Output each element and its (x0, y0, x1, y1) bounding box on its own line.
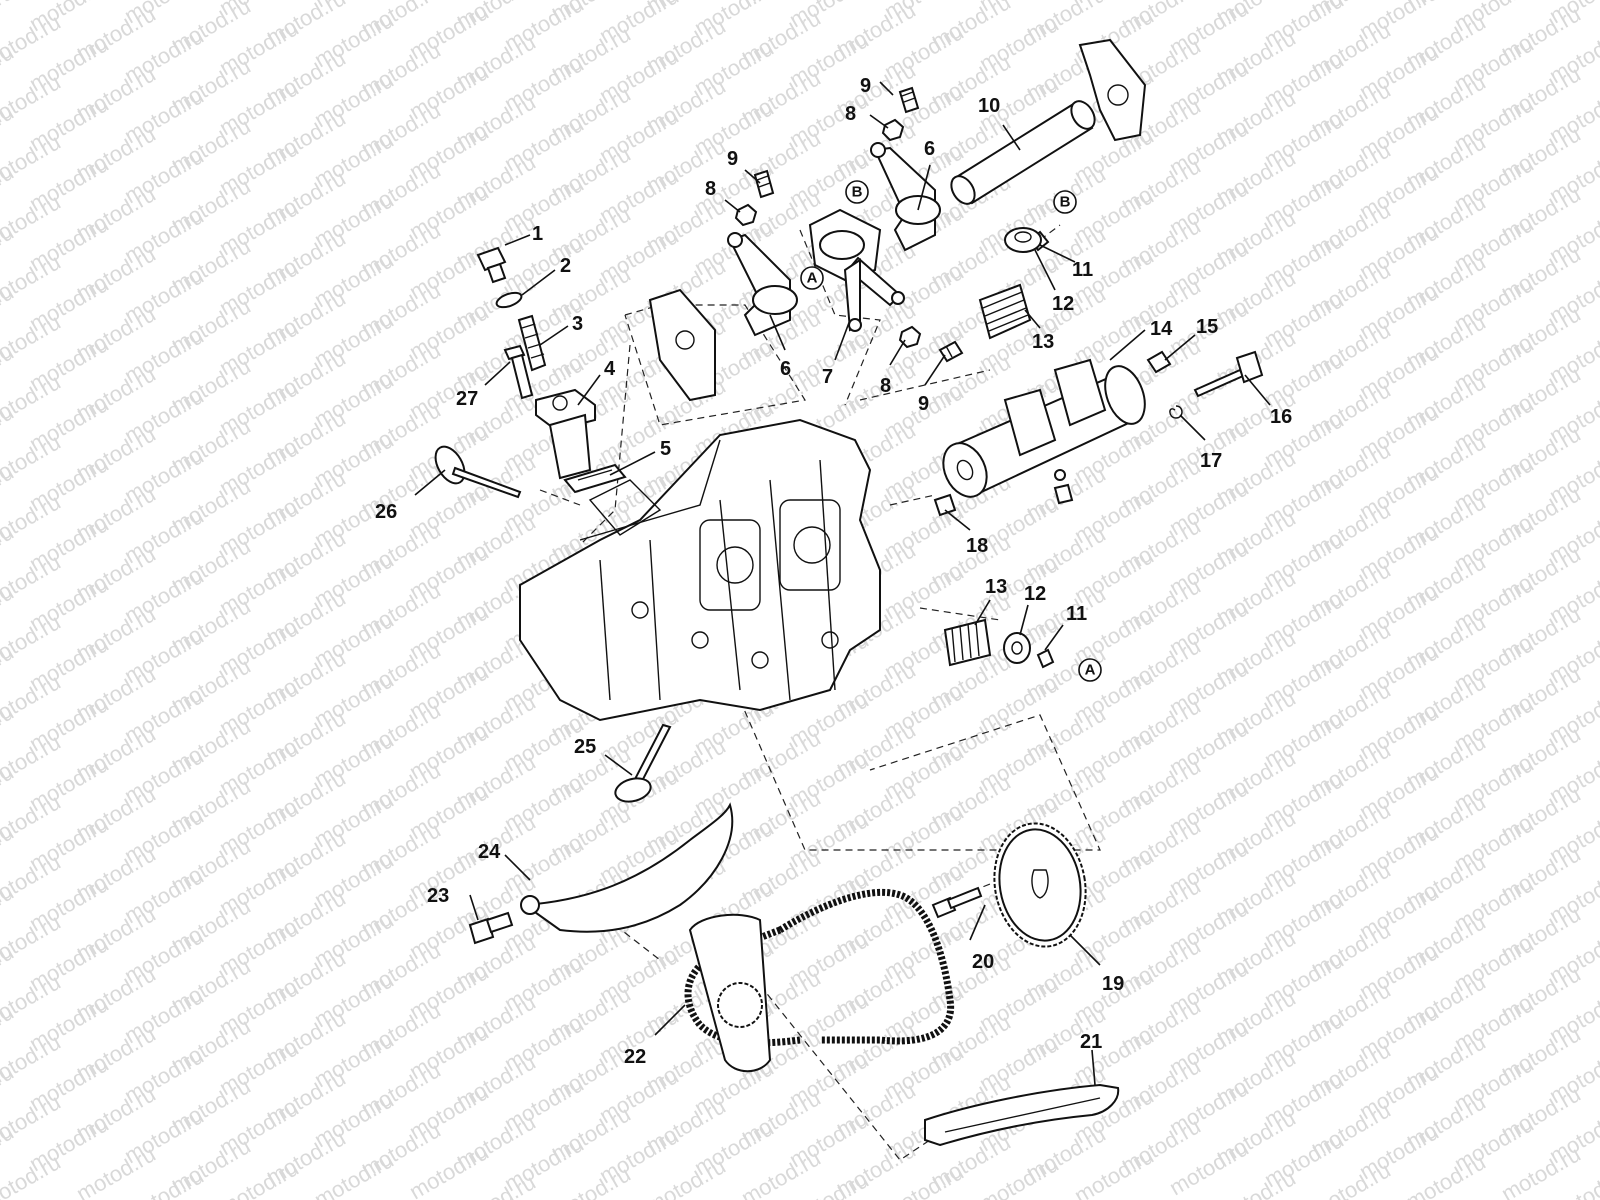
callout-15: 15 (1196, 316, 1218, 338)
callout-10: 10 (978, 95, 1000, 117)
callout-4: 4 (604, 358, 616, 380)
spring-retainer-lower (1003, 632, 1031, 664)
callout-19: 19 (1102, 973, 1124, 995)
callout-25: 25 (574, 736, 596, 758)
adjuster-screw-upper (898, 86, 920, 114)
ref-marker-a-lower: A (1078, 658, 1102, 682)
svg-text:A: A (1085, 662, 1096, 679)
lock-nut-left (734, 203, 758, 227)
svg-text:A: A (807, 270, 818, 287)
callout-9b: 9 (727, 148, 738, 170)
callout-8a: 8 (845, 103, 856, 125)
callout-13a: 13 (1032, 331, 1054, 353)
callout-6a: 6 (780, 358, 791, 380)
callout-13b: 13 (985, 576, 1007, 598)
callout-22: 22 (624, 1046, 646, 1068)
callout-1: 1 (532, 223, 543, 245)
callout-20: 20 (972, 951, 994, 973)
watermark-text: motod.ru (1402, 1149, 1490, 1200)
callout-5: 5 (660, 438, 671, 460)
callout-8c: 8 (880, 375, 891, 397)
callout-11a: 11 (1072, 259, 1093, 281)
callout-6b: 6 (924, 138, 935, 160)
rocker-bracket (648, 288, 716, 402)
svg-text:B: B (1060, 194, 1071, 211)
callout-17: 17 (1200, 450, 1222, 472)
callout-24: 24 (478, 841, 501, 863)
dowel-pin (933, 493, 957, 517)
callout-14: 14 (1150, 318, 1173, 340)
spring-retainer-upper (1004, 227, 1042, 253)
ref-marker-b-left: B (845, 180, 869, 204)
callout-12a: 12 (1052, 293, 1074, 315)
callout-9c: 9 (918, 393, 929, 415)
callout-7: 7 (822, 366, 833, 388)
callout-27: 27 (456, 388, 478, 410)
svg-text:B: B (852, 184, 863, 201)
tensioner-plug-bolt (476, 246, 507, 284)
callout-21: 21 (1080, 1031, 1102, 1053)
callout-23: 23 (427, 885, 449, 907)
callout-11b: 11 (1066, 603, 1087, 625)
callout-2: 2 (560, 255, 571, 277)
valve-keeper-lower (1036, 648, 1055, 669)
callout-9a: 9 (860, 75, 871, 97)
callout-8b: 8 (705, 178, 716, 200)
watermark-text: motod.ru (737, 1145, 825, 1200)
callout-16: 16 (1270, 406, 1292, 428)
ref-marker-b-right: B (1053, 190, 1077, 214)
callout-12b: 12 (1024, 583, 1046, 605)
ref-marker-a-upper: A (800, 266, 824, 290)
callout-18: 18 (966, 535, 988, 557)
callout-3: 3 (572, 313, 583, 335)
rocker-arm-left (727, 232, 798, 337)
callout-26: 26 (375, 501, 397, 523)
